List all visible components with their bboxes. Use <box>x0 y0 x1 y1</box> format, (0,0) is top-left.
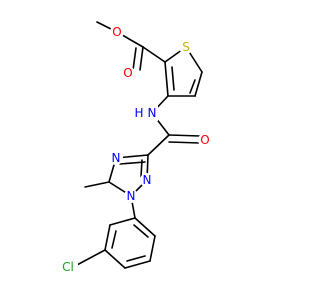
bond-triazole-c3-n4-inner <box>119 161 146 165</box>
atom-o-amide: O <box>198 133 212 147</box>
atom-nh-amide: H N <box>130 105 158 121</box>
bond-amide-c-o-1 <box>168 134 201 137</box>
bond-ph-c6-c1-inner <box>133 224 149 238</box>
bond-ph-c3-c4 <box>104 249 126 269</box>
bond-thio-c3-c2 <box>164 61 169 97</box>
bond-triazole-n2-c3-inner <box>140 159 143 178</box>
atom-label-h-amide: H <box>134 106 143 120</box>
bond-carbonyl-c-o-1 <box>139 46 144 71</box>
atom-label-o-amide: O <box>200 133 209 147</box>
bond-thio-c5-c4 <box>194 71 203 97</box>
bond-ph-c2-c3-inner <box>111 230 117 249</box>
atom-o-ether: O <box>110 25 124 39</box>
atom-label-n-amide: N <box>148 106 157 120</box>
atom-o-ester: O <box>121 66 135 80</box>
atom-labels: O O S H N O N N N <box>58 25 212 274</box>
atom-label-n1: N <box>127 189 136 203</box>
bond-ph-c6-c1 <box>134 217 156 237</box>
atom-label-n4: N <box>112 151 121 165</box>
atom-n1-triazole: N <box>124 189 138 203</box>
atom-cl: Cl <box>58 259 78 274</box>
atom-s-thiophene: S <box>179 40 193 54</box>
atom-n2-triazole: N <box>140 173 154 187</box>
bond-ph-c4-c5 <box>124 260 151 269</box>
bond-carbonyl-c-o-2 <box>132 47 137 71</box>
bond-ph-c2-c3 <box>104 224 111 251</box>
atom-label-cl: Cl <box>62 260 74 274</box>
atom-label-o-ester: O <box>123 66 132 80</box>
atom-label-s: S <box>182 40 190 54</box>
bond-thio-c3-c2-inner <box>171 66 175 91</box>
bond-ph-c1-c2 <box>109 217 136 226</box>
bond-c3-cl <box>74 249 106 267</box>
atom-n4-triazole: N <box>109 151 123 165</box>
bond-ester-c-thiophene <box>142 46 166 63</box>
atom-label-o-ether: O <box>112 25 121 39</box>
atom-label-n2: N <box>143 173 152 187</box>
bond-amide-c-triazole <box>147 134 170 156</box>
bond-ph-c5-c6 <box>149 235 156 262</box>
bond-amide-c-o-2 <box>168 141 201 144</box>
bond-c5-methyl <box>84 181 110 188</box>
molecule-structure: O O S H N O N N N <box>58 21 212 274</box>
bond-ph-c4-c5-inner <box>126 255 146 262</box>
bonds <box>74 21 203 269</box>
bond-thio-c4-c5-inner <box>189 79 196 94</box>
